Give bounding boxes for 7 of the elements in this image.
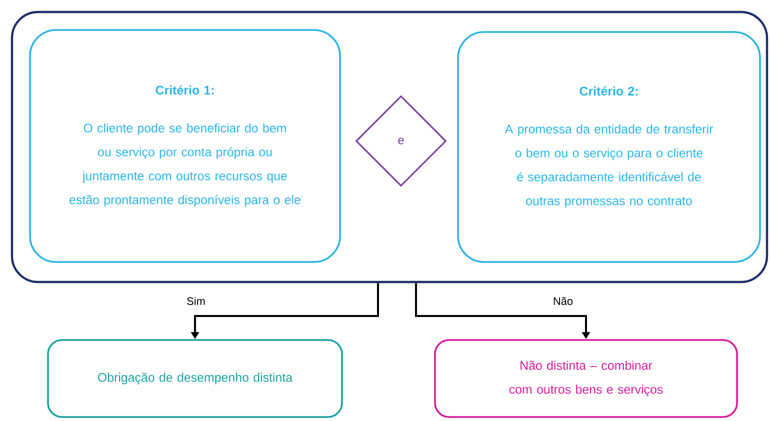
criterion-box: Critério 1: O cliente pode se beneficiar do bem ou serviço por conta própria ou juntamente com outros recursos que estão prontamente disponíveis para o ele <box>29 29 341 263</box>
criterion-box: Critério 2: A promessa da entidade de transferir o bem ou o serviço para o cliente é separadamente identificável de outras promessas no contrato <box>457 31 761 263</box>
result-box: Não distinta – combinar com outros bens e serviços <box>434 339 738 418</box>
group-box <box>10 10 768 284</box>
edge-label: Sim <box>186 296 206 306</box>
result-box: Obrigação de desempenho distinta <box>47 339 343 418</box>
edge-label: Não <box>552 296 574 306</box>
